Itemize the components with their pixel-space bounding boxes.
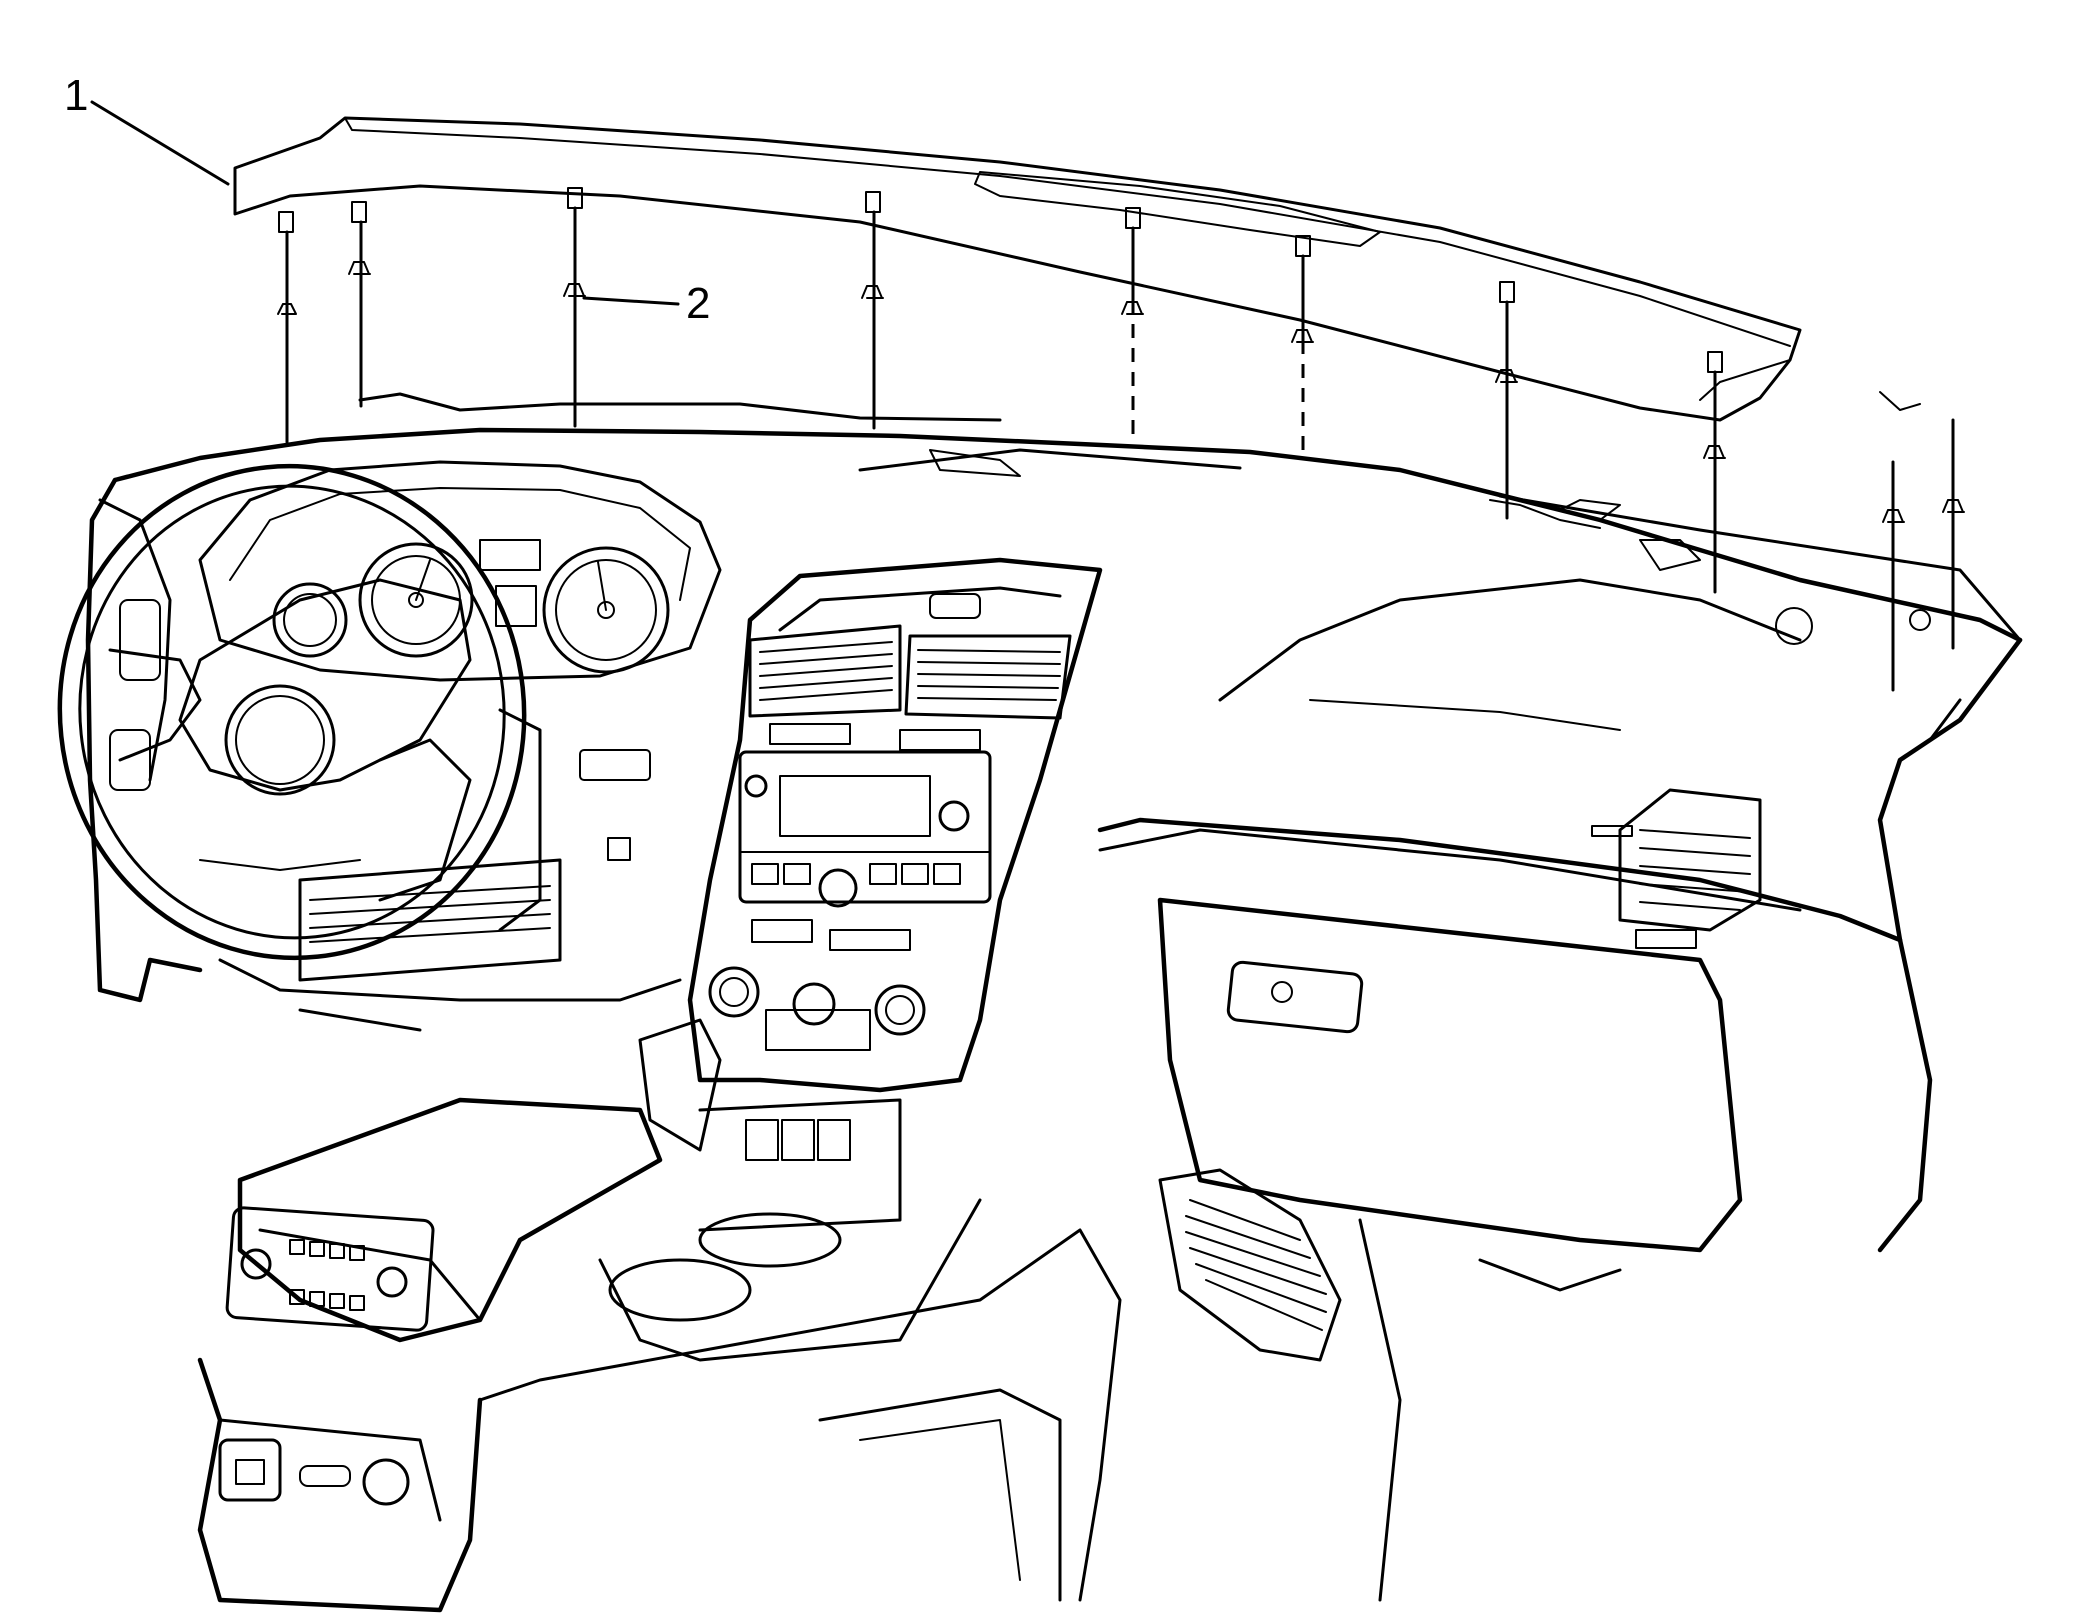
clip-9 bbox=[1882, 460, 1905, 692]
center-stack bbox=[687, 448, 1242, 1093]
glove-box bbox=[1157, 897, 1743, 1253]
instrument-cluster bbox=[198, 460, 722, 682]
left-controls bbox=[218, 708, 682, 1032]
leader-line-1 bbox=[90, 100, 230, 186]
clip-4 bbox=[861, 191, 884, 430]
floor-console bbox=[197, 1018, 1622, 1613]
instrument-panel bbox=[85, 392, 2023, 1253]
clip-2 bbox=[348, 201, 371, 408]
center-air-vents bbox=[748, 624, 1072, 720]
right-air-vent bbox=[1618, 788, 1762, 949]
upper-trim-panel bbox=[233, 116, 1921, 422]
rear-climate-panel bbox=[225, 1206, 435, 1332]
steering-wheel bbox=[57, 463, 527, 961]
leader-line-2 bbox=[582, 296, 680, 306]
retaining-clips bbox=[277, 187, 1965, 692]
passenger-side-panel bbox=[1097, 578, 1903, 1253]
climate-control bbox=[708, 966, 926, 1051]
clip-7 bbox=[1495, 281, 1518, 520]
clip-3 bbox=[563, 187, 586, 428]
clip-1 bbox=[277, 211, 297, 444]
callout-label-2: 2 bbox=[686, 279, 710, 328]
clip-5 bbox=[1121, 207, 1144, 444]
callout-1: 1 bbox=[64, 71, 230, 186]
clip-10 bbox=[1942, 418, 1965, 650]
callout-2: 2 bbox=[582, 279, 710, 328]
callout-label-1: 1 bbox=[64, 71, 88, 120]
clip-6 bbox=[1291, 235, 1314, 460]
radio-unit bbox=[738, 750, 992, 908]
